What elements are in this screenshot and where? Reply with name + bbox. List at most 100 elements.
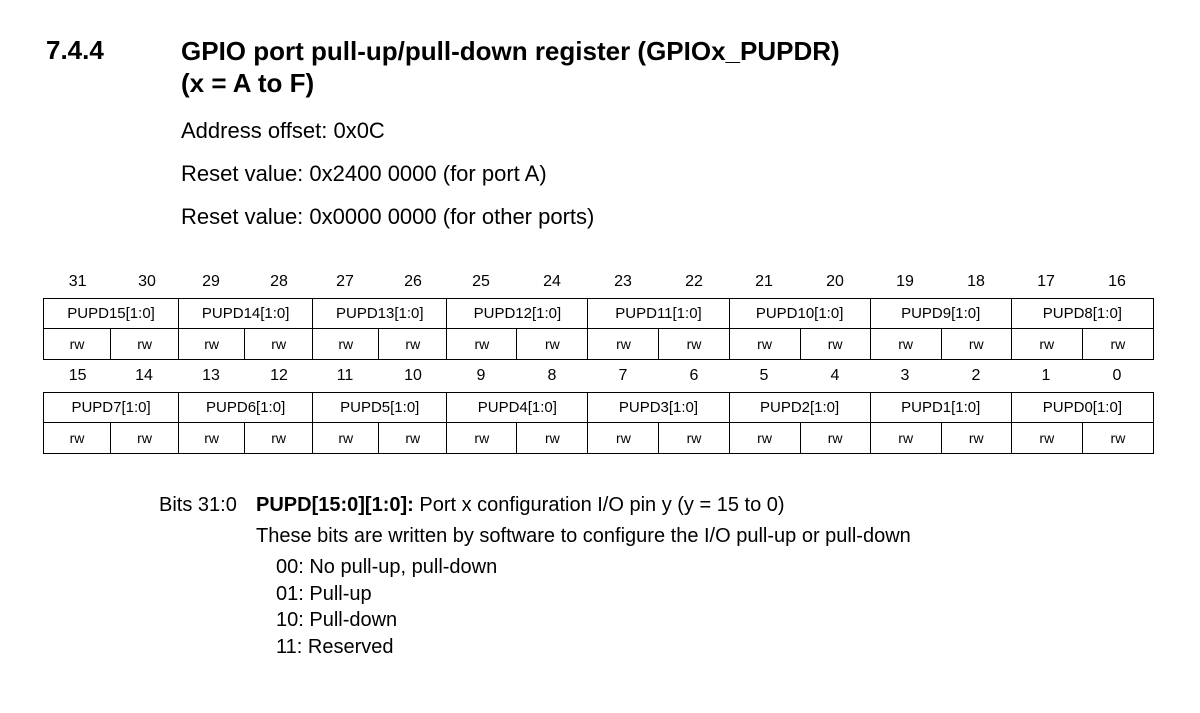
access-cell: rw xyxy=(728,422,801,454)
field-cell: PUPD3[1:0] xyxy=(587,392,730,423)
address-offset: Address offset: 0x0C xyxy=(181,118,385,143)
field-cell: PUPD1[1:0] xyxy=(869,392,1012,423)
access-cell: rw xyxy=(587,328,660,360)
reset-value-port-a: Reset value: 0x2400 0000 (for port A) xyxy=(181,161,547,186)
bit-number: 9 xyxy=(476,367,486,384)
section-title-line-2: (x = A to F) xyxy=(181,68,315,98)
bit-number: 7 xyxy=(618,367,628,384)
field-cell: PUPD14[1:0] xyxy=(178,298,314,329)
bit-number: 8 xyxy=(547,367,557,384)
bit-number: 19 xyxy=(896,273,914,290)
section-number: 7.4.4 xyxy=(46,35,104,65)
bit-number: 25 xyxy=(472,273,490,290)
bit-number: 30 xyxy=(138,273,156,290)
access-cell: rw xyxy=(446,422,518,454)
bit-number: 24 xyxy=(543,273,561,290)
access-cell: rw xyxy=(378,328,448,360)
register-table-high: PUPD15[1:0] PUPD14[1:0] PUPD13[1:0] PUPD… xyxy=(42,298,1155,360)
access-cell: rw xyxy=(940,328,1012,360)
bit-number: 22 xyxy=(685,273,703,290)
field-cell: PUPD13[1:0] xyxy=(312,298,448,329)
field-cell: PUPD7[1:0] xyxy=(42,392,180,423)
access-cell: rw xyxy=(378,422,448,454)
field-cell: PUPD6[1:0] xyxy=(178,392,314,423)
bit-number: 12 xyxy=(270,367,288,384)
access-cell: rw xyxy=(658,422,730,454)
value-item: 11: Reserved xyxy=(276,635,394,658)
bit-number: 28 xyxy=(270,273,288,290)
bit-number: 31 xyxy=(68,273,87,290)
access-cell: rw xyxy=(516,422,589,454)
register-table-low: PUPD7[1:0] PUPD6[1:0] PUPD5[1:0] PUPD4[1… xyxy=(42,392,1155,454)
access-cell: rw xyxy=(312,422,380,454)
bit-number: 27 xyxy=(336,273,354,290)
access-cell: rw xyxy=(940,422,1012,454)
field-cell: PUPD8[1:0] xyxy=(1010,298,1155,329)
access-cell: rw xyxy=(178,422,246,454)
field-cell: PUPD15[1:0] xyxy=(42,298,180,329)
access-row-low: rw rw rw rw rw rw rw rw rw rw rw rw rw r… xyxy=(42,422,1155,454)
access-cell: rw xyxy=(110,422,180,454)
bit-number: 10 xyxy=(404,367,422,384)
access-row-high: rw rw rw rw rw rw rw rw rw rw rw rw rw r… xyxy=(42,328,1155,360)
field-cell: PUPD10[1:0] xyxy=(728,298,871,329)
access-cell: rw xyxy=(869,422,942,454)
bit-range: Bits 31:0 xyxy=(159,494,237,516)
access-cell: rw xyxy=(869,328,942,360)
bit-number: 26 xyxy=(404,273,422,290)
bit-number: 14 xyxy=(135,367,153,384)
access-cell: rw xyxy=(1081,328,1155,360)
bit-numbers-high: 31 30 29 28 27 26 25 24 23 22 21 20 19 1… xyxy=(43,270,1153,294)
access-cell: rw xyxy=(516,328,589,360)
field-row-low: PUPD7[1:0] PUPD6[1:0] PUPD5[1:0] PUPD4[1… xyxy=(42,392,1155,423)
field-name: PUPD[15:0][1:0]: xyxy=(256,494,414,516)
bit-number: 13 xyxy=(202,367,220,384)
bit-number: 2 xyxy=(971,367,981,384)
access-cell: rw xyxy=(110,328,180,360)
field-row-high: PUPD15[1:0] PUPD14[1:0] PUPD13[1:0] PUPD… xyxy=(42,298,1155,329)
access-cell: rw xyxy=(799,422,871,454)
field-cell: PUPD5[1:0] xyxy=(312,392,448,423)
field-cell: PUPD4[1:0] xyxy=(446,392,589,423)
access-cell: rw xyxy=(799,328,871,360)
bit-number: 29 xyxy=(202,273,220,290)
bit-number: 18 xyxy=(967,273,985,290)
bit-number: 23 xyxy=(614,273,632,290)
bit-numbers-low: 15 14 13 12 11 10 9 8 7 6 5 4 3 2 1 0 xyxy=(43,364,1153,388)
bit-number: 1 xyxy=(1041,367,1051,384)
bit-description: Bits 31:0 PUPD[15:0][1:0]: Port x configu… xyxy=(159,491,785,519)
bit-number: 15 xyxy=(68,367,87,384)
reset-value-other-ports: Reset value: 0x0000 0000 (for other port… xyxy=(181,204,595,229)
access-cell: rw xyxy=(42,422,112,454)
access-cell: rw xyxy=(244,422,314,454)
bit-number: 6 xyxy=(689,367,699,384)
bit-number: 3 xyxy=(900,367,910,384)
field-cell: PUPD12[1:0] xyxy=(446,298,589,329)
bit-number: 11 xyxy=(336,367,354,384)
description-text: These bits are written by software to co… xyxy=(256,525,911,547)
access-cell: rw xyxy=(1081,422,1155,454)
bit-description-header: Bits 31:0 PUPD[15:0][1:0]: Port x configu… xyxy=(159,491,785,519)
field-cell: PUPD9[1:0] xyxy=(869,298,1012,329)
access-cell: rw xyxy=(446,328,518,360)
bit-number: 4 xyxy=(830,367,840,384)
bit-number: 5 xyxy=(759,367,769,384)
bit-number: 17 xyxy=(1037,273,1055,290)
access-cell: rw xyxy=(42,328,112,360)
access-cell: rw xyxy=(728,328,801,360)
bit-number: 0 xyxy=(1112,367,1122,384)
value-item: 00: No pull-up, pull-down xyxy=(276,556,498,578)
access-cell: rw xyxy=(244,328,314,360)
section-title: GPIO port pull-up/pull-down register (GP… xyxy=(181,35,840,99)
access-cell: rw xyxy=(178,328,246,360)
value-item: 01: Pull-up xyxy=(276,582,372,605)
bit-number: 16 xyxy=(1108,273,1126,290)
access-cell: rw xyxy=(658,328,730,360)
access-cell: rw xyxy=(587,422,660,454)
access-cell: rw xyxy=(1010,328,1083,360)
value-list: 00: No pull-up, pull-down 01: Pull-up 10… xyxy=(276,554,497,660)
field-cell: PUPD0[1:0] xyxy=(1010,392,1155,423)
field-summary: Port x configuration I/O pin y (y = 15 t… xyxy=(419,494,785,516)
field-cell: PUPD2[1:0] xyxy=(728,392,871,423)
access-cell: rw xyxy=(1010,422,1083,454)
